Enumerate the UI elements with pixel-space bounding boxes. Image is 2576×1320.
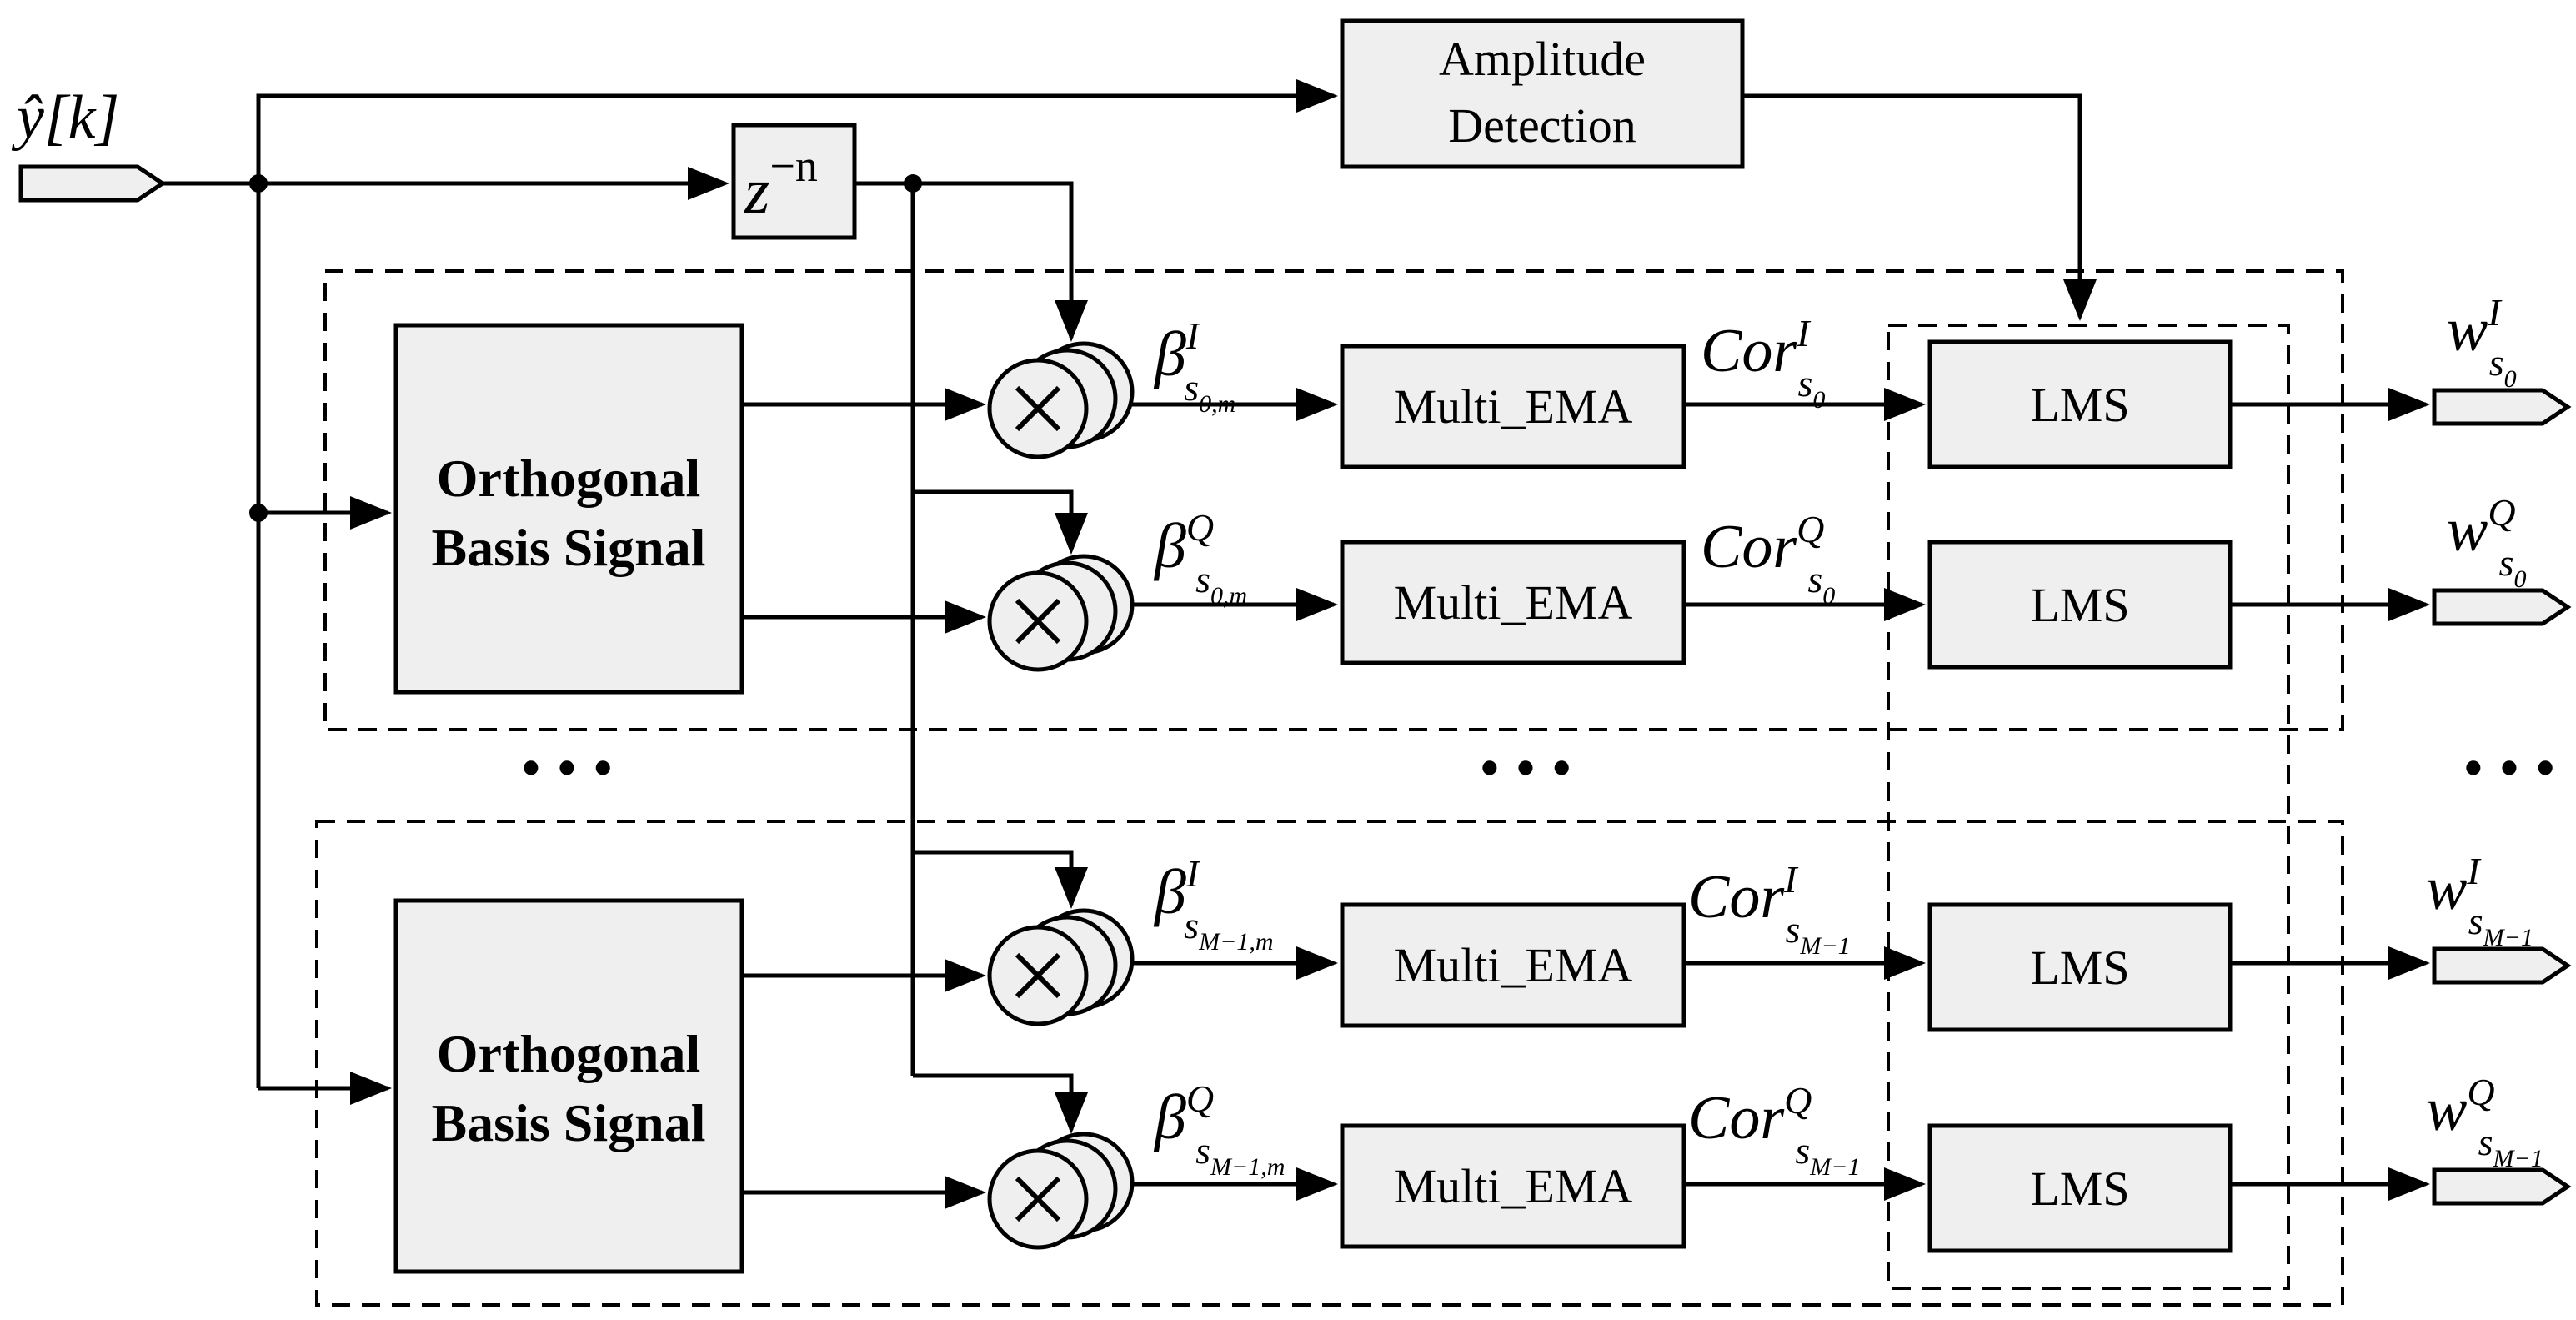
output-port-3 bbox=[2432, 946, 2572, 985]
ellipsis-right: • • • bbox=[2463, 735, 2556, 801]
lms-label-3: LMS bbox=[2030, 941, 2129, 995]
basis-block-bottom bbox=[393, 898, 744, 1274]
lms-column-dashed bbox=[1887, 324, 2290, 1290]
multiplier-3 bbox=[987, 908, 1135, 1026]
ellipsis-middle: • • • bbox=[1479, 735, 1572, 801]
lms-block-4 bbox=[1927, 1123, 2233, 1253]
lms-label-1: LMS bbox=[2030, 378, 2129, 432]
basis-block-top bbox=[393, 323, 744, 695]
group-s0-dashed bbox=[323, 269, 2344, 731]
ema-block-4 bbox=[1340, 1123, 1686, 1249]
lms-label-4: LMS bbox=[2030, 1162, 2129, 1216]
ema-label-2: Multi_EMA bbox=[1394, 575, 1633, 630]
basis-block-bottom-line1: Orthogonal bbox=[437, 1024, 700, 1083]
output-port-1 bbox=[2432, 388, 2572, 426]
multiplier-4 bbox=[987, 1132, 1135, 1250]
group-sM1-dashed bbox=[315, 820, 2344, 1307]
delay-to-mult-2 bbox=[913, 489, 1088, 555]
ellipsis-left: • • • bbox=[520, 735, 614, 801]
multiplier-2 bbox=[987, 554, 1135, 672]
ema-block-1 bbox=[1340, 344, 1686, 469]
ema-label-3: Multi_EMA bbox=[1394, 938, 1633, 992]
ema-label-4: Multi_EMA bbox=[1394, 1159, 1633, 1213]
output-port-4 bbox=[2432, 1167, 2572, 1206]
input-label: ŷ[k] bbox=[11, 83, 119, 152]
basis-block-top-line1: Orthogonal bbox=[437, 449, 700, 508]
basis-block-top-line2: Basis Signal bbox=[431, 518, 705, 577]
amplitude-detection-line1: Amplitude bbox=[1439, 32, 1646, 86]
amplitude-detection-block bbox=[1340, 18, 1745, 169]
output-port-2 bbox=[2432, 588, 2572, 626]
lms-block-3 bbox=[1927, 902, 2233, 1032]
lms-block-2 bbox=[1927, 540, 2233, 670]
wire-to-amplitude bbox=[256, 79, 1338, 183]
delay-block bbox=[731, 123, 857, 240]
ema-block-2 bbox=[1340, 540, 1686, 665]
basis-block-bottom-line2: Basis Signal bbox=[431, 1093, 705, 1152]
amplitude-detection-line2: Detection bbox=[1448, 98, 1636, 153]
delay-to-mult-1 bbox=[913, 181, 1088, 342]
multiplier-1 bbox=[987, 341, 1135, 459]
delay-label: z−n bbox=[744, 141, 818, 227]
delay-to-mult-4 bbox=[913, 1073, 1088, 1134]
lms-block-1 bbox=[1927, 339, 2233, 469]
lms-label-2: LMS bbox=[2030, 578, 2129, 632]
amplitude-to-lms-wire bbox=[1742, 93, 2097, 321]
delay-to-mult-3 bbox=[913, 850, 1088, 909]
input-port bbox=[18, 164, 167, 203]
ema-label-1: Multi_EMA bbox=[1394, 379, 1633, 434]
